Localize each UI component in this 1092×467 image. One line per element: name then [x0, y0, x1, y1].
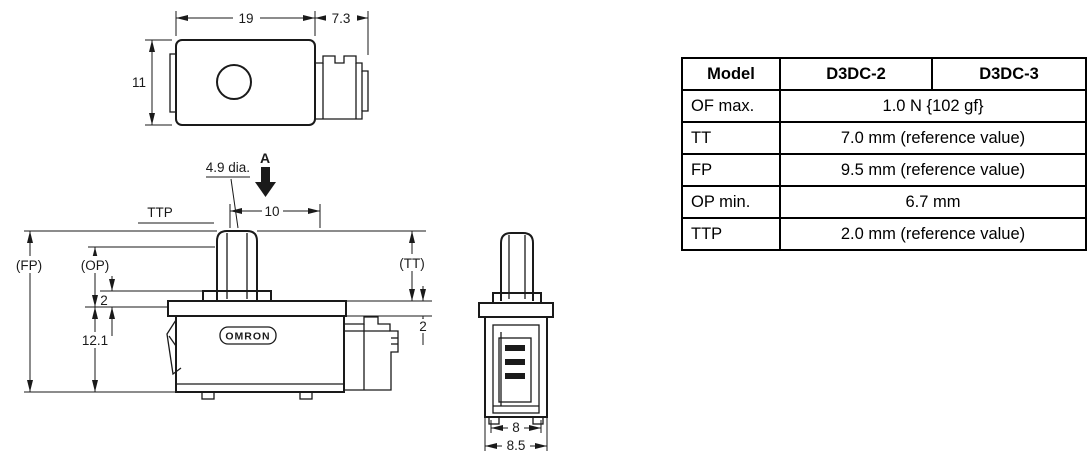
brand-badge [219, 326, 277, 345]
side-inner-width-dim-label: 8 [512, 420, 520, 435]
section-arrow-icon [255, 167, 276, 197]
ttp-dim-left-label: 2 [100, 293, 108, 308]
table-row-tt: TT 7.0 mm (reference value) [681, 121, 1087, 155]
side-pin [505, 345, 525, 351]
top-view-connector [315, 55, 369, 120]
top-view-body [175, 39, 316, 126]
header-model: Model [681, 57, 781, 91]
row-value: 7.0 mm (reference value) [779, 121, 1087, 155]
op-label: (OP) [81, 258, 110, 273]
front-connector [344, 316, 399, 391]
brand-label: OMRON [225, 331, 270, 343]
side-body [484, 317, 548, 418]
side-view: 8 8.5 [478, 232, 554, 453]
flange-dim-right-label: 2 [419, 319, 427, 334]
front-view: 4.9 dia. A TTP 10 [8, 150, 432, 400]
body-height-dim-label: 12.1 [82, 333, 108, 348]
side-pin-housing [498, 337, 532, 403]
front-body [175, 316, 345, 393]
side-outer-width-dim-label: 8.5 [507, 438, 526, 453]
table-row-op-min: OP min. 6.7 mm [681, 185, 1087, 219]
row-label: FP [681, 153, 781, 187]
ttp-label: TTP [147, 205, 173, 220]
tt-label: (TT) [399, 256, 424, 271]
row-label: OF max. [681, 89, 781, 123]
header-d3dc-3: D3DC-3 [931, 57, 1087, 91]
spec-table: Model D3DC-2 D3DC-3 OF max. 1.0 N {102 g… [681, 57, 1087, 251]
row-value: 2.0 mm (reference value) [779, 217, 1087, 251]
section-a-label: A [260, 150, 270, 166]
front-plunger-flange [202, 290, 272, 302]
table-row-of-max: OF max. 1.0 N {102 gf} [681, 89, 1087, 123]
side-pin [505, 373, 525, 379]
row-label: TTP [681, 217, 781, 251]
row-value: 9.5 mm (reference value) [779, 153, 1087, 187]
boss-width-dim-label: 10 [264, 204, 279, 219]
front-plunger [216, 230, 258, 301]
dimension-drawing: 19 7.3 11 4.9 dia. A TTP [8, 10, 554, 453]
top-width-dim-label: 19 [238, 11, 253, 26]
top-height-dim-label: 11 [132, 75, 146, 90]
top-view-tab [169, 53, 177, 113]
top-connector-dim-label: 7.3 [332, 11, 351, 26]
row-value: 1.0 N {102 gf} [779, 89, 1087, 123]
table-row-ttp: TTP 2.0 mm (reference value) [681, 217, 1087, 251]
top-view-plunger-hole [216, 64, 252, 100]
side-pin [505, 359, 525, 365]
table-header-row: Model D3DC-2 D3DC-3 [681, 57, 1087, 91]
row-label: TT [681, 121, 781, 155]
header-d3dc-2: D3DC-2 [779, 57, 933, 91]
front-left-clip [166, 319, 182, 376]
top-view: 19 7.3 11 [132, 10, 369, 126]
table-row-fp: FP 9.5 mm (reference value) [681, 153, 1087, 187]
side-plunger [500, 232, 534, 301]
plunger-dia-label: 4.9 dia. [206, 160, 250, 175]
row-label: OP min. [681, 185, 781, 219]
row-value: 6.7 mm [779, 185, 1087, 219]
front-mount-flange [167, 300, 347, 317]
fp-label: (FP) [16, 258, 42, 273]
side-mount-flange [478, 302, 554, 318]
side-inner-housing [492, 324, 540, 414]
